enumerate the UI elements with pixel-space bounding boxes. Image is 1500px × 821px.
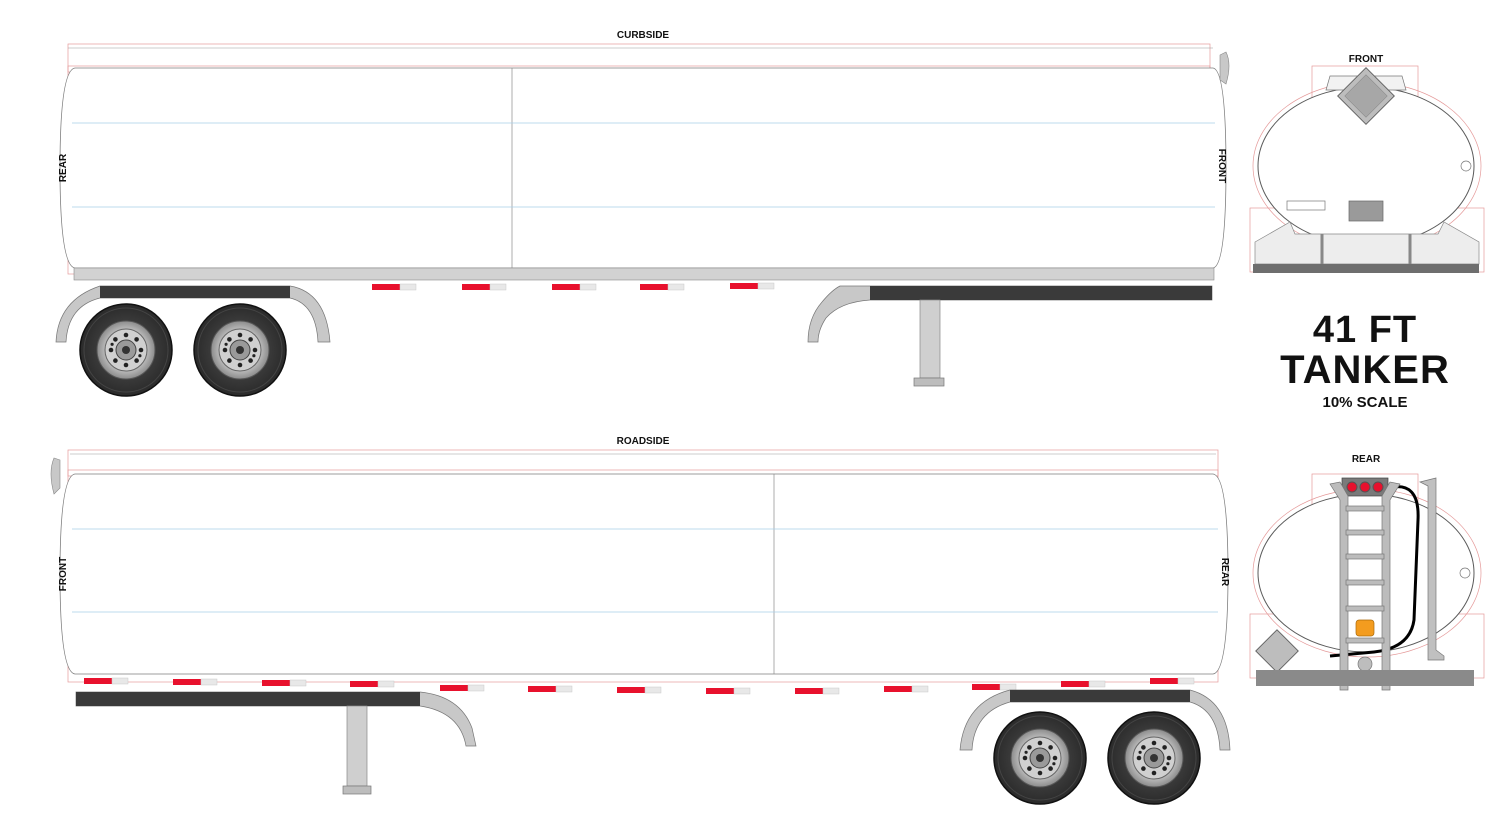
title-type: TANKER [1280, 348, 1450, 392]
curbside-front-label: FRONT [1216, 149, 1227, 183]
roadside-view: ROADSIDE [50, 436, 1231, 805]
curbside-wheel-rear [79, 303, 173, 397]
rear-view: REAR [1249, 454, 1485, 691]
title-scale: 10% SCALE [1322, 394, 1408, 411]
curbside-view: CURBSIDE REAR F [55, 30, 1230, 397]
title-block: 41 FT TANKER 10% SCALE [1260, 310, 1470, 414]
roadside-wheel-front [993, 711, 1087, 805]
curbside-label: CURBSIDE [617, 30, 670, 41]
title-length: 41 FT [1312, 309, 1418, 351]
roadside-wheel-rear [1107, 711, 1201, 805]
curbside-reflectors [371, 282, 775, 291]
front-view: FRONT [1249, 54, 1485, 273]
roadside-rear-label: REAR [1219, 558, 1230, 587]
curbside-wheel-front [193, 303, 287, 397]
rear-view-label: REAR [1352, 454, 1381, 465]
roadside-label: ROADSIDE [617, 436, 670, 447]
curbside-rear-label: REAR [58, 153, 69, 182]
roadside-front-label: FRONT [58, 557, 69, 591]
front-view-label: FRONT [1349, 54, 1383, 65]
